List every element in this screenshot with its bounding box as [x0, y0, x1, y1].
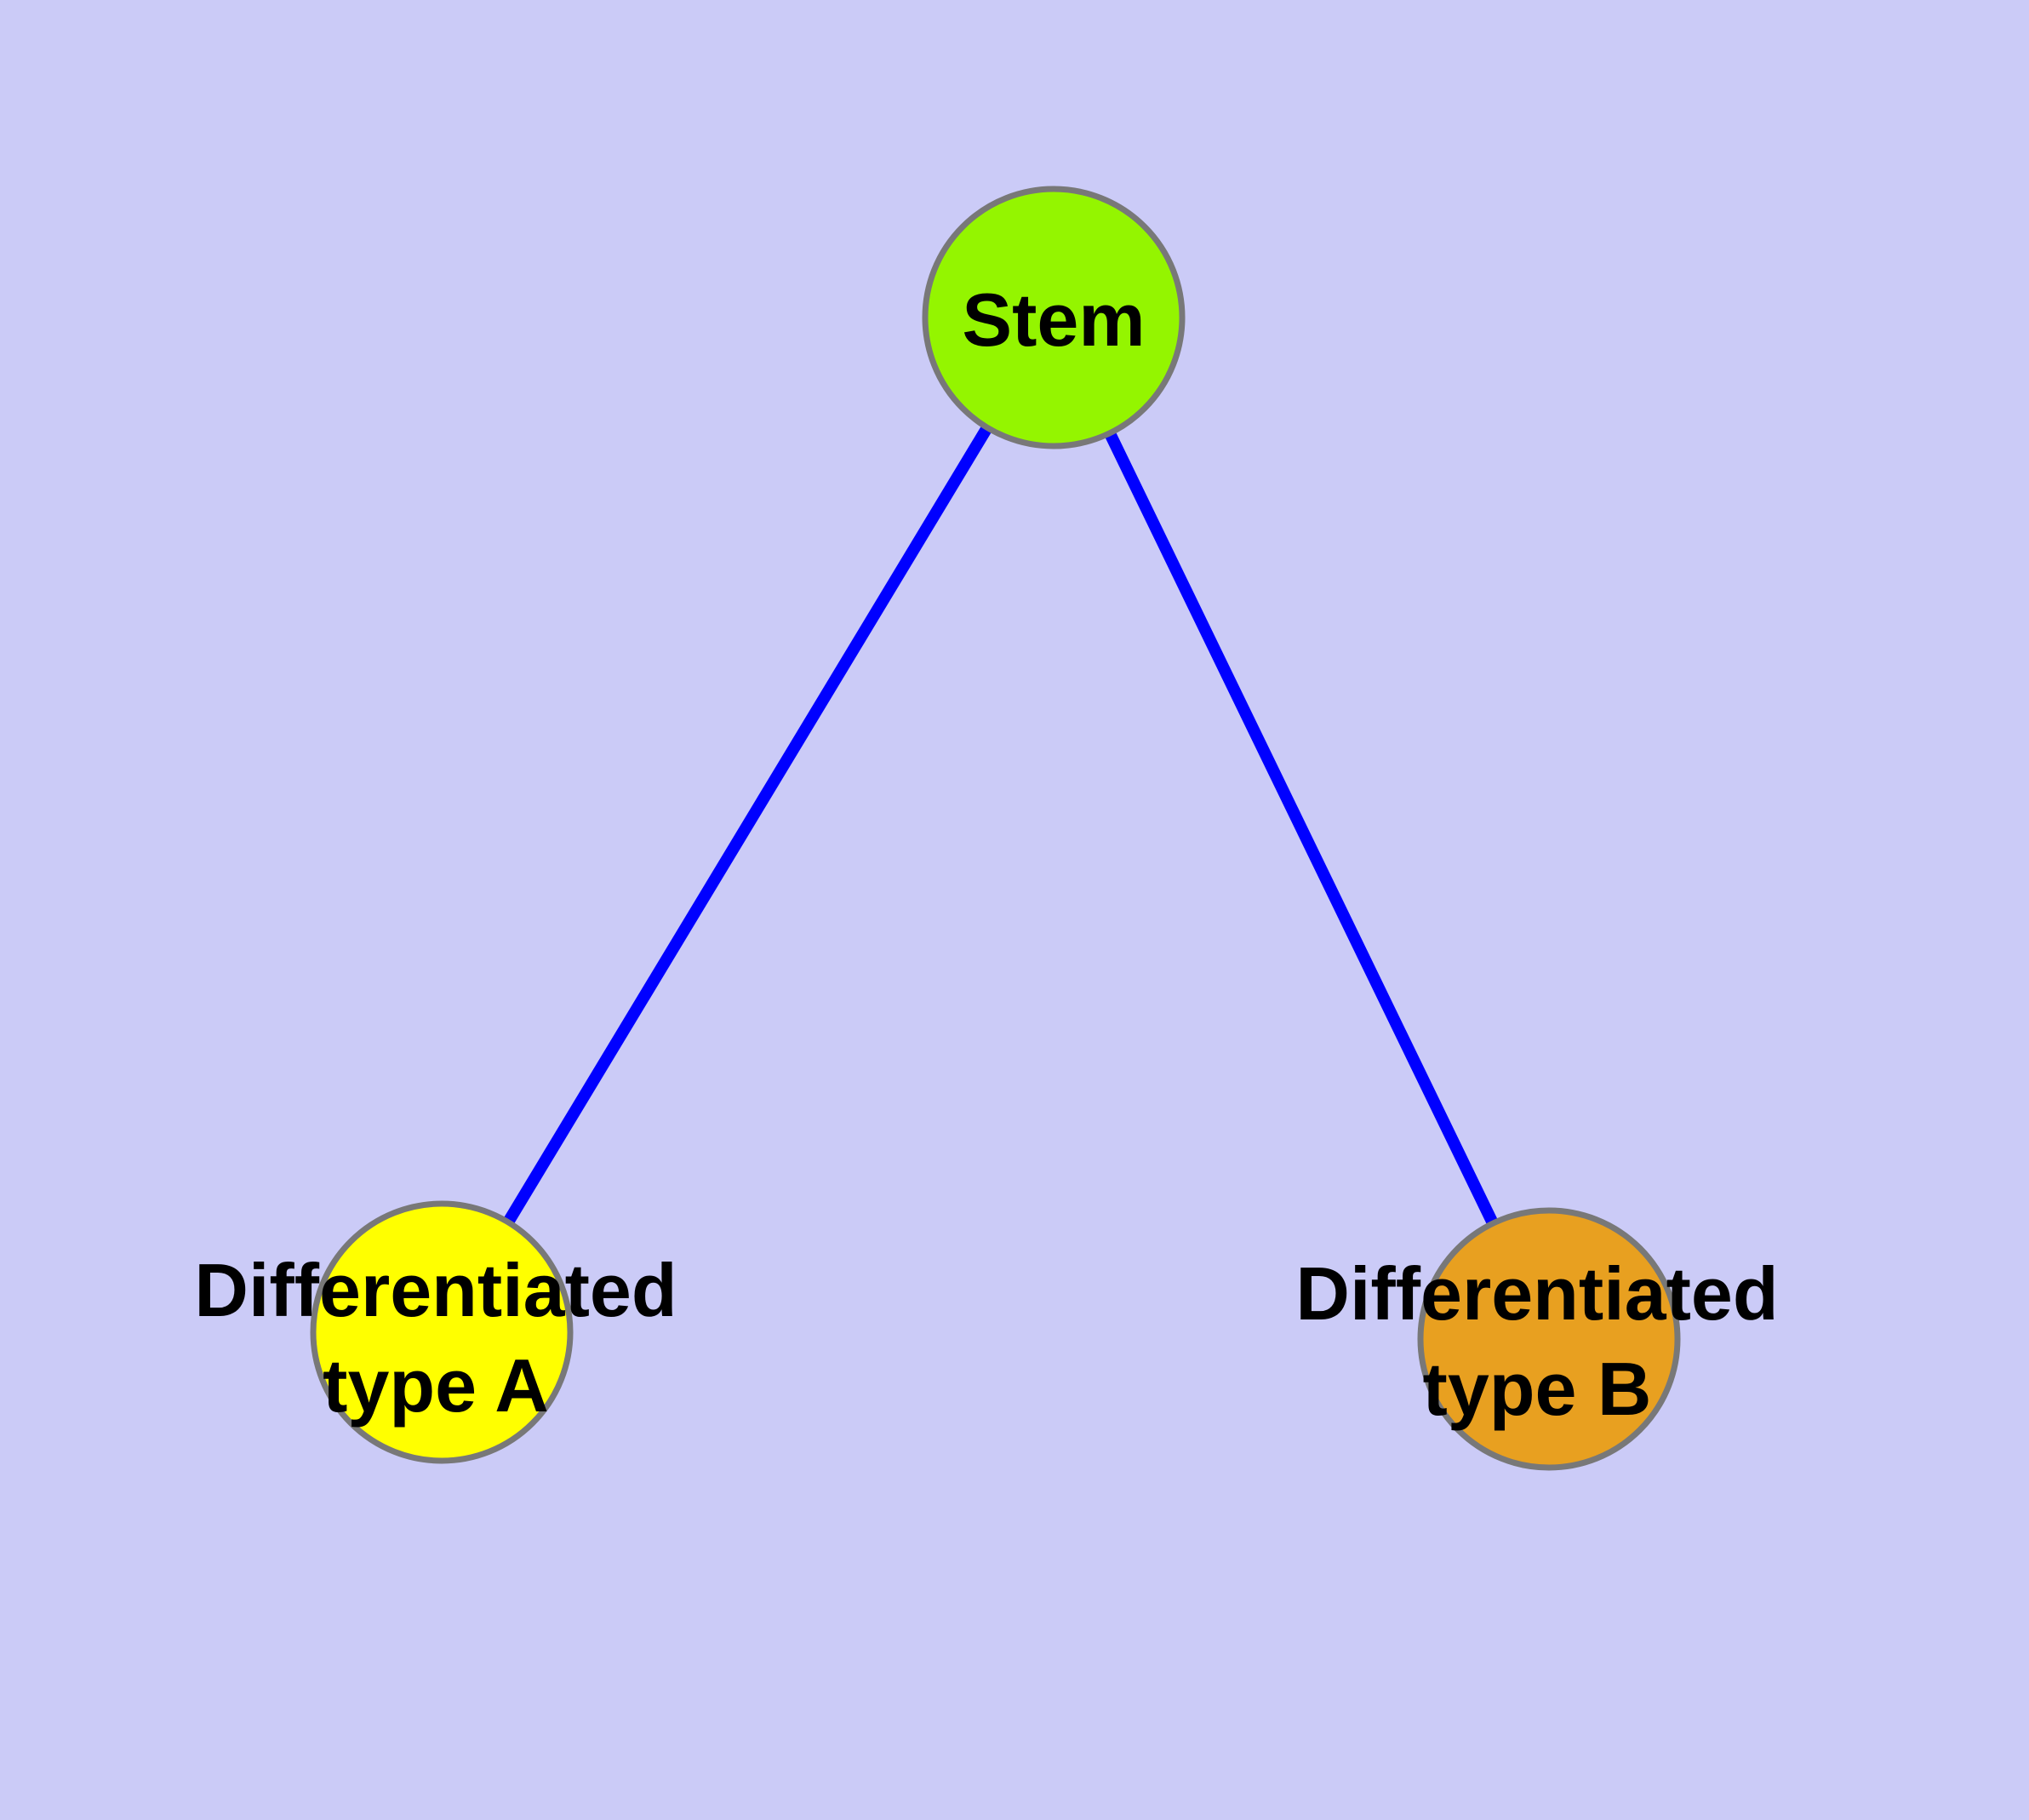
edge-stem-to-type-b — [1048, 314, 1555, 1342]
edge-stem-to-type-a — [437, 314, 1059, 1336]
type-a-node-circle — [310, 1200, 574, 1464]
stem-node-circle — [922, 186, 1186, 449]
type-b-node-circle — [1417, 1207, 1681, 1471]
